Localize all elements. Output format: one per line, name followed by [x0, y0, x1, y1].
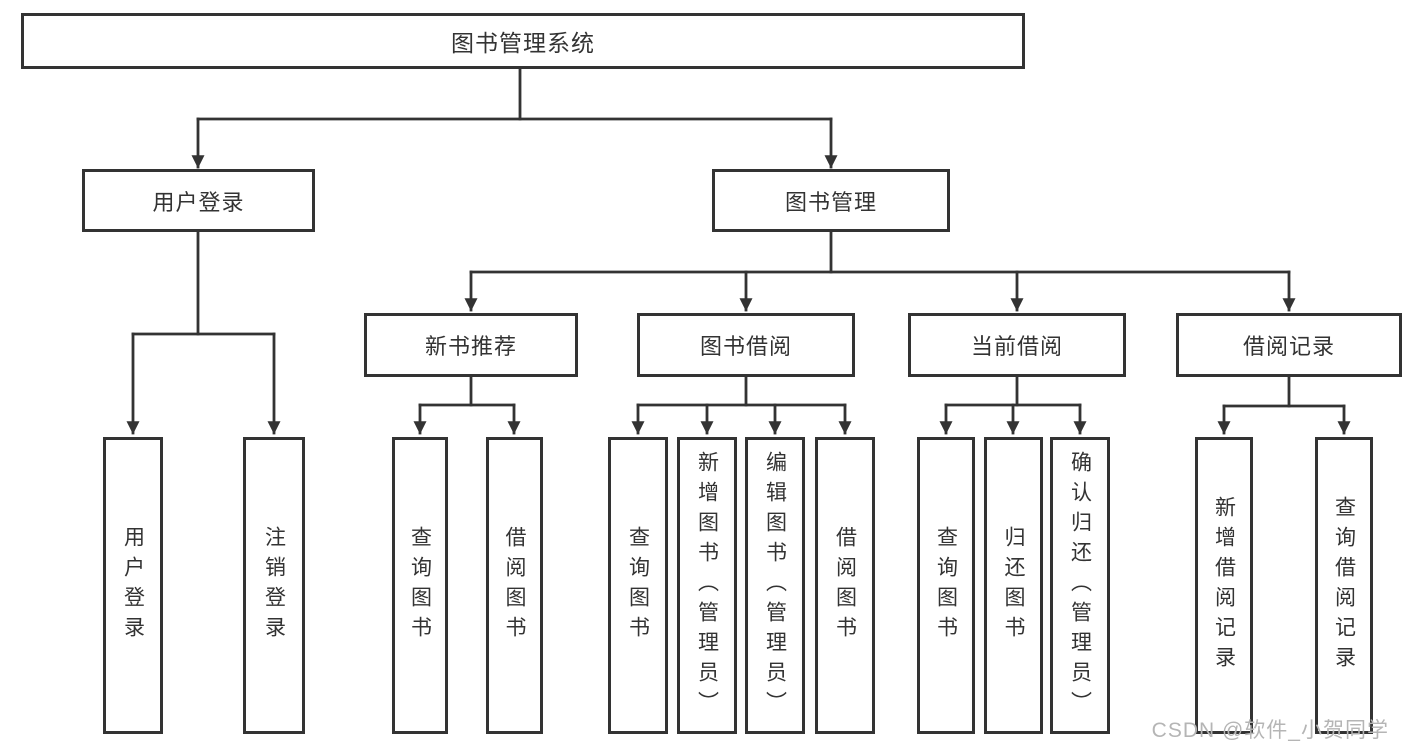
leaf-current-return-books: 归还图书 [984, 437, 1043, 734]
leaf-user-login: 用户登录 [103, 437, 163, 734]
leaf-logout: 注销登录 [243, 437, 305, 734]
node-book-borrowing: 图书借阅 [637, 313, 855, 377]
node-borrowing-records: 借阅记录 [1176, 313, 1402, 377]
leaf-recommend-query-books: 查询图书 [392, 437, 448, 734]
leaf-current-query-books: 查询图书 [917, 437, 975, 734]
node-root-system: 图书管理系统 [21, 13, 1025, 69]
node-user-login-branch: 用户登录 [82, 169, 315, 232]
leaf-borrowing-edit-books: 编辑图书（管理员） [745, 437, 805, 734]
node-book-management-branch: 图书管理 [712, 169, 950, 232]
leaf-records-query-record: 查询借阅记录 [1315, 437, 1373, 734]
leaf-borrowing-query-books: 查询图书 [608, 437, 668, 734]
leaf-current-confirm-return: 确认归还（管理员） [1050, 437, 1110, 734]
leaf-borrowing-add-books: 新增图书（管理员） [677, 437, 737, 734]
leaf-recommend-borrow-books: 借阅图书 [486, 437, 543, 734]
node-current-borrowing: 当前借阅 [908, 313, 1126, 377]
leaf-borrowing-borrow-books: 借阅图书 [815, 437, 875, 734]
node-new-book-recommend: 新书推荐 [364, 313, 578, 377]
leaf-records-add-record: 新增借阅记录 [1195, 437, 1253, 734]
